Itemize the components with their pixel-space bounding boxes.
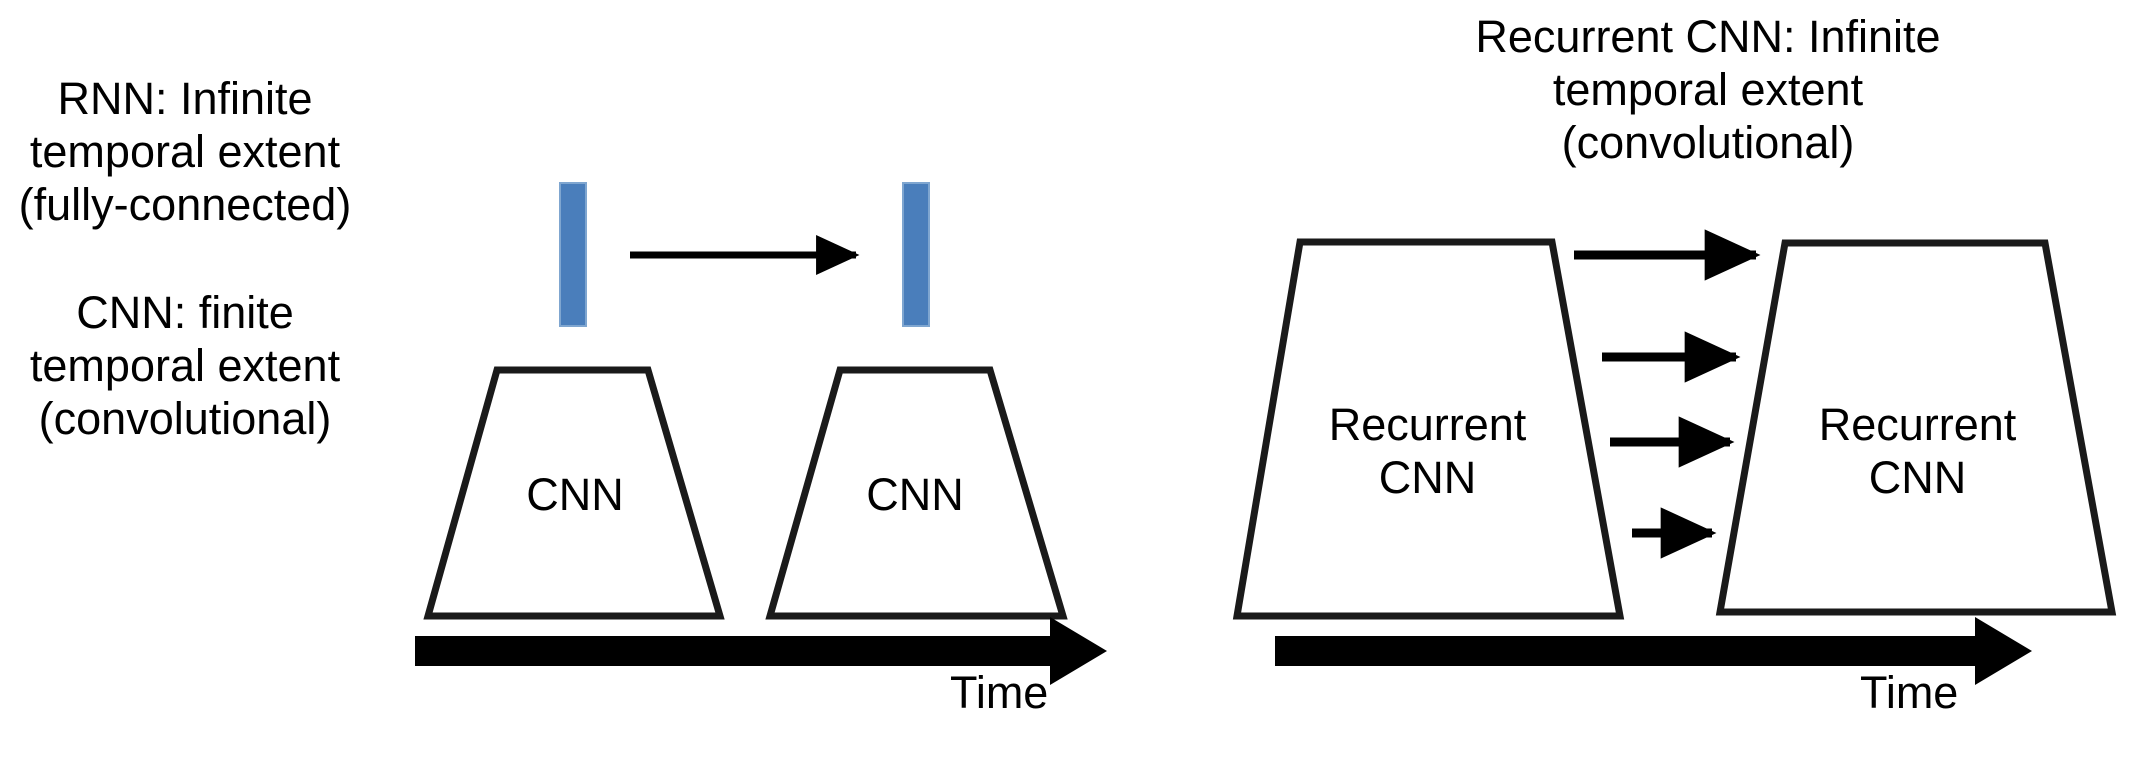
cnn-caption: CNN: finite temporal extent (convolution… bbox=[29, 287, 341, 445]
rnn-hidden-state-bar-1 bbox=[559, 182, 587, 327]
time-axis-label-right: Time bbox=[1860, 667, 1959, 718]
recurrent-cnn-block-2-label: Recurrent CNN bbox=[1818, 399, 2017, 504]
time-axis-arrow-left bbox=[415, 617, 1107, 685]
cnn-block-1-label: CNN bbox=[526, 469, 624, 520]
cnn-block-2-label: CNN bbox=[866, 469, 964, 520]
cnn-block-1 bbox=[423, 366, 725, 620]
recurrent-cnn-caption: Recurrent CNN: Infinite temporal extent … bbox=[1475, 11, 1941, 169]
time-axis-label-left: Time bbox=[950, 667, 1049, 718]
recurrent-cnn-block-1-label: Recurrent CNN bbox=[1328, 399, 1527, 504]
recurrent-cnn-block-2 bbox=[1715, 239, 2117, 616]
time-axis-arrow-right bbox=[1275, 617, 2032, 685]
recurrent-cnn-block-1 bbox=[1232, 238, 1625, 620]
cnn-block-2 bbox=[765, 366, 1068, 620]
rnn-hidden-state-bar-2 bbox=[902, 182, 930, 327]
rnn-caption: RNN: Infinite temporal extent (fully-con… bbox=[18, 73, 352, 231]
